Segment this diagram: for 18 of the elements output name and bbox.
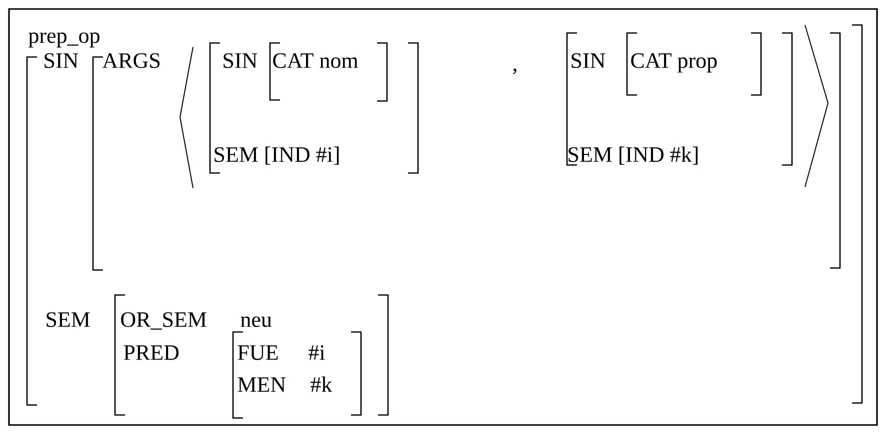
feature-text: neu — [240, 316, 272, 328]
feature-text: CAT prop — [631, 53, 717, 72]
feature-text: SEM — [46, 312, 90, 328]
feature-text: SIN — [44, 53, 78, 68]
feature-text: MEN — [238, 377, 286, 392]
feature-text: ARGS — [102, 53, 160, 68]
feature-text: PRED — [124, 345, 179, 360]
feature-text: prep_op — [28, 32, 100, 48]
feature-text: OR_SEM — [121, 312, 206, 330]
feature-text: SIN — [572, 53, 606, 68]
feature-text: FUE — [238, 345, 278, 360]
feature-text: SIN — [224, 53, 258, 68]
feature-text: #k — [310, 376, 332, 392]
feature-text: , — [513, 68, 516, 74]
feature-text: SEM [IND #k] — [568, 146, 698, 165]
feature-text: SEM [IND #i] — [214, 146, 339, 165]
feature-text: CAT nom — [273, 53, 358, 68]
feature-text: #i — [308, 345, 325, 360]
